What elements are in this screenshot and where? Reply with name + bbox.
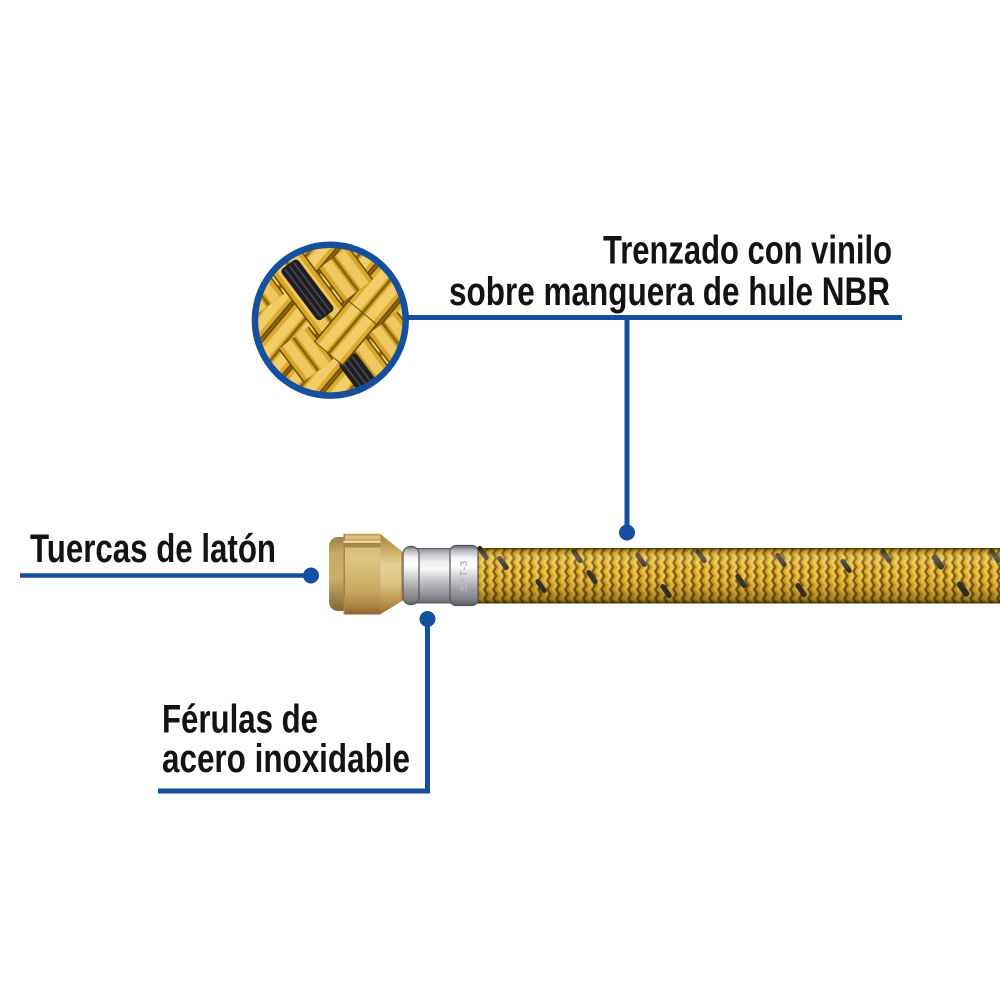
svg-text:Tuercas de latón: Tuercas de latón [30,527,276,571]
svg-text:Trenzado con vinilo: Trenzado con vinilo [603,229,892,273]
svg-text:SET-3: SET-3 [458,560,470,592]
svg-text:Férulas de: Férulas de [162,698,318,742]
svg-text:acero inoxidable: acero inoxidable [162,737,410,781]
svg-text:sobre manguera de hule NBR: sobre manguera de hule NBR [449,270,890,314]
